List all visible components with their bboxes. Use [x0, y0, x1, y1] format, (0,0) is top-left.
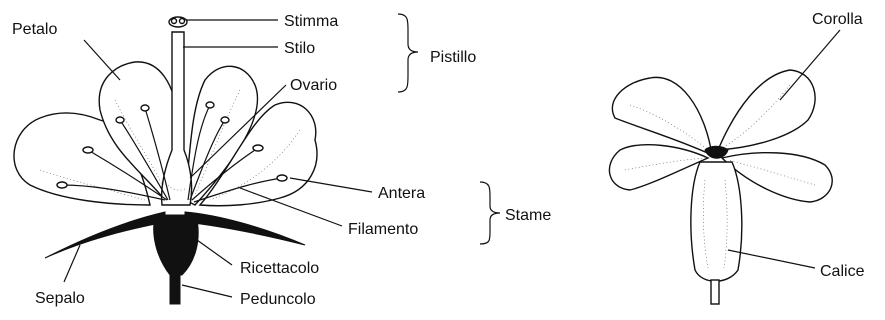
petals: [13, 61, 318, 207]
label-sepalo: Sepalo: [35, 290, 85, 307]
label-stilo: Stilo: [284, 40, 315, 57]
label-filamento: Filamento: [348, 221, 418, 238]
stame-brace: [479, 181, 501, 245]
label-peduncolo: Peduncolo: [240, 291, 316, 308]
label-antera: Antera: [378, 185, 425, 202]
label-ovario: Ovario: [290, 77, 337, 94]
corolla-petal-left: [611, 76, 713, 157]
corolla-petal-lower-left: [608, 144, 710, 191]
sepals: [44, 211, 306, 259]
calyx: [690, 161, 743, 282]
pistillo-brace: [397, 13, 419, 93]
flower-whole: [608, 29, 841, 305]
stamens: [56, 101, 288, 203]
label-pistillo: Pistillo: [430, 49, 476, 66]
calice-leader: [727, 249, 816, 269]
label-calice: Calice: [820, 263, 865, 280]
stem: [710, 279, 720, 305]
label-stimma: Stimma: [284, 13, 338, 30]
corolla-petal-top: [716, 69, 816, 151]
label-petalo: Petalo: [12, 21, 57, 38]
peduncle: [169, 269, 181, 305]
flower-cross-section: [13, 13, 501, 305]
leader-lines-left: [63, 19, 373, 298]
label-corolla: Corolla: [812, 11, 863, 28]
label-ricettacolo: Ricettacolo: [240, 260, 319, 277]
labels: Petalo Stimma Stilo Pistillo Ovario Ante…: [12, 11, 865, 308]
receptacle: [153, 214, 199, 276]
label-stame: Stame: [505, 207, 551, 224]
corolla-petal-right: [720, 152, 833, 203]
pistil: [160, 16, 193, 206]
flower-center: [704, 145, 729, 159]
corolla-leader: [779, 29, 841, 101]
